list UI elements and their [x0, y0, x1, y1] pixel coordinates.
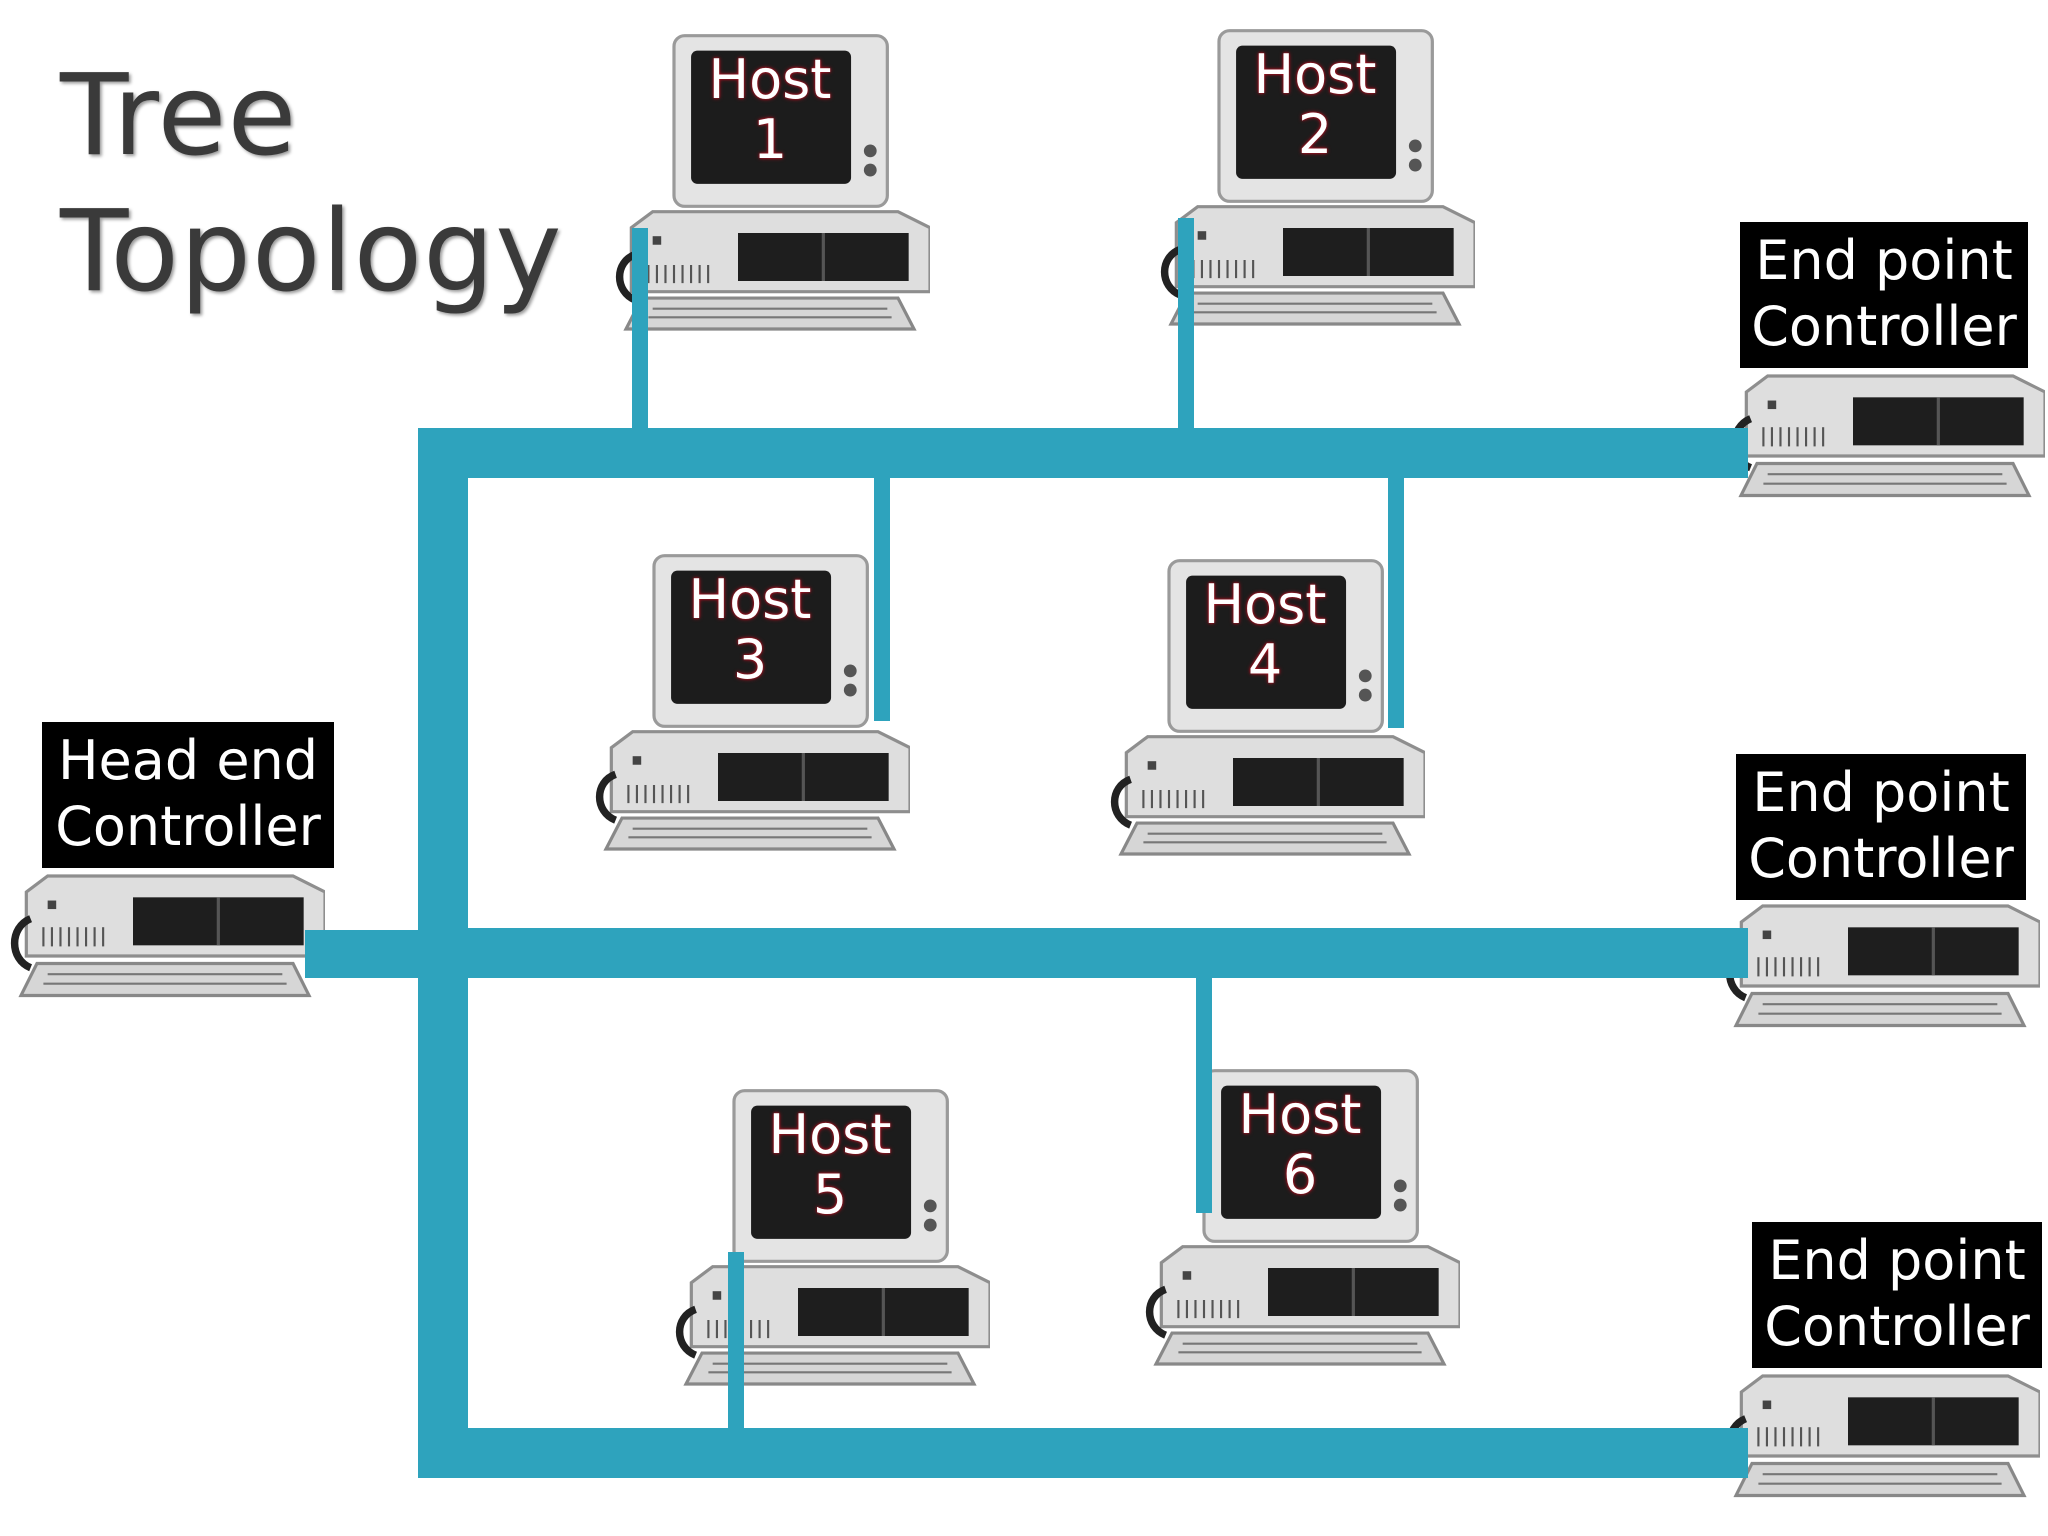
- desktop-computer-icon: [590, 545, 910, 865]
- desktop-computer-icon: [670, 1080, 990, 1400]
- branch-bottom: [418, 1428, 1748, 1478]
- drop-host-5: [728, 1252, 744, 1478]
- branch-top: [418, 428, 1748, 478]
- desktop-computer-icon: [1720, 1365, 2040, 1515]
- desktop-computer-icon: [610, 25, 930, 345]
- drop-host-4: [1388, 473, 1404, 728]
- end-point-controller-3: [1720, 1365, 2040, 1515]
- head-end-controller: [5, 865, 325, 1015]
- desktop-computer-icon: [5, 865, 325, 1015]
- desktop-computer-icon: [1720, 895, 2040, 1045]
- desktop-computer-icon: [1155, 20, 1475, 340]
- end-point-controller-1: [1725, 365, 2045, 515]
- drop-host-3: [874, 473, 890, 721]
- end-point-controller-2: [1720, 895, 2040, 1045]
- desktop-computer-icon: [1725, 365, 2045, 515]
- title-line-2: Topology: [60, 187, 563, 317]
- desktop-computer-icon: [1140, 1060, 1460, 1380]
- diagram-title: Tree Topology: [60, 48, 563, 320]
- drop-host-6: [1196, 973, 1212, 1213]
- title-line-1: Tree: [60, 51, 298, 181]
- desktop-computer-icon: [1105, 550, 1425, 870]
- drop-host-2: [1178, 218, 1194, 433]
- drop-host-1: [632, 228, 648, 433]
- branch-middle: [418, 928, 1748, 978]
